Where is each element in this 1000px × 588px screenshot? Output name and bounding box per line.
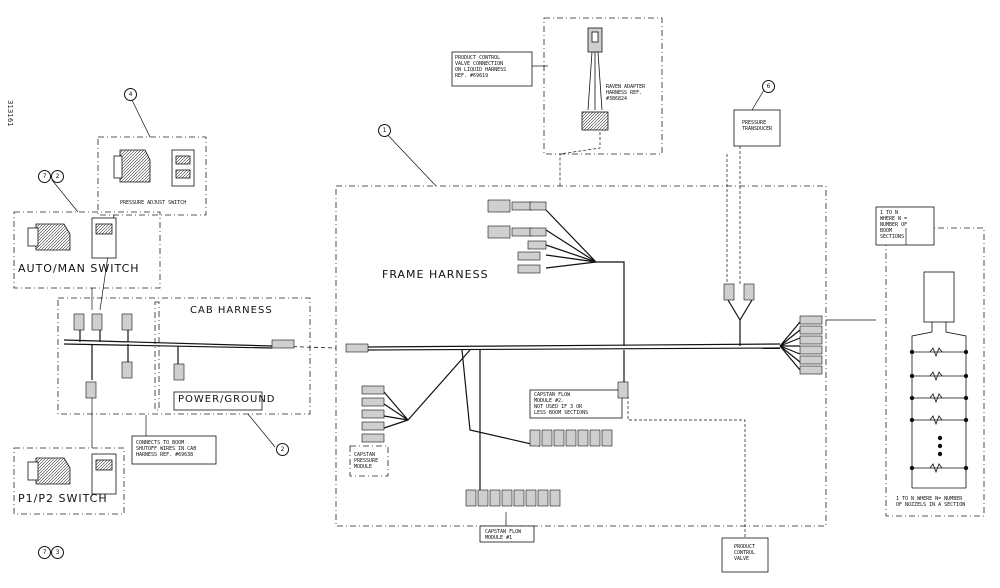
product-control-conn-label-box	[451, 51, 533, 87]
capstan-flow-1-label: CAPSTAN FLOW MODULE #1	[485, 529, 522, 541]
power-ground-label-box	[173, 391, 263, 411]
boom-sections-label: 1 TO n WHERE n = NUMBER OF BOOM SECTIONS	[880, 210, 908, 240]
boom-section-ladder	[909, 271, 969, 489]
frame-harness-box	[335, 185, 827, 527]
capstan-flow-2-label: CAPSTAN FLOW MODULE #2. NOT USED IF 3 OR…	[534, 392, 589, 416]
p1p2-switch-label: P1/P2 SWITCH	[18, 492, 108, 505]
callout-7-bottom: 7	[38, 546, 51, 559]
capstan-flow-1-label-box	[479, 525, 535, 543]
product-control-valve-connection-label: PRODUCT CONTROL VALVE CONNECTION ON LIQU…	[455, 55, 507, 79]
solid-label-boxes	[131, 51, 935, 573]
callout-1: 1	[378, 124, 391, 137]
pressure-transducer-label: PRESSURE TRANSDUCER	[742, 120, 773, 132]
product-control-valve-label: PRODUCT CONTROL VALVE	[734, 544, 756, 562]
callout-7-top: 7	[38, 170, 51, 183]
leader-lines	[51, 65, 907, 538]
nozzles-label: 1 TO n WHERE N= NUMBER OF NOZZELS IN A S…	[896, 496, 966, 508]
harness-trunk	[63, 209, 801, 490]
raven-adapter-harness	[581, 27, 609, 131]
raven-adapter-label: RAVEN ADAPTER HARNESS REF. #386824	[606, 84, 646, 102]
cab-harness-box	[57, 297, 311, 415]
capstan-pressure-label: CAPSTAN PRESSURE MODULE	[354, 452, 379, 470]
callout-4: 4	[124, 88, 137, 101]
cab-harness-label: CAB HARNESS	[190, 305, 273, 316]
callout-6: 6	[762, 80, 775, 93]
document-id: 313161	[6, 100, 14, 127]
pressure-adjust-box	[97, 136, 207, 216]
capstan-pressure-box	[349, 445, 389, 477]
frame-harness-label: FRAME HARNESS	[382, 268, 489, 281]
connectors	[73, 199, 823, 507]
raven-adapter-box	[543, 17, 663, 155]
boom-sections-box	[885, 227, 985, 517]
boom-sections-label-box	[875, 206, 935, 246]
callout-2-top: 2	[51, 170, 64, 183]
power-ground-inner-box	[154, 301, 160, 411]
callout-2: 2	[276, 443, 289, 456]
connects-boom-shutoff-label: CONNECTS TO BOOM SHUTOFF WIRES IN CAB HA…	[136, 440, 197, 458]
capstan-flow-2-label-box	[529, 389, 623, 419]
power-ground-label: POWER/GROUND	[178, 394, 276, 405]
callout-3-bottom: 3	[51, 546, 64, 559]
auto-man-switch-box	[13, 211, 161, 289]
connects-boom-shutoff-label-box	[131, 435, 217, 465]
auto-man-switch-label: AUTO/MAN SWITCH	[18, 262, 140, 275]
product-control-valve-label-box	[721, 537, 769, 573]
pressure-adjust-switch-label: PRESSURE ADJUST SWITCH	[120, 200, 187, 206]
dashed-region-boxes	[13, 17, 985, 527]
pressure-transducer-label-box	[733, 109, 781, 147]
switch-drawings	[27, 149, 195, 495]
p1p2-switch-box	[13, 447, 125, 515]
